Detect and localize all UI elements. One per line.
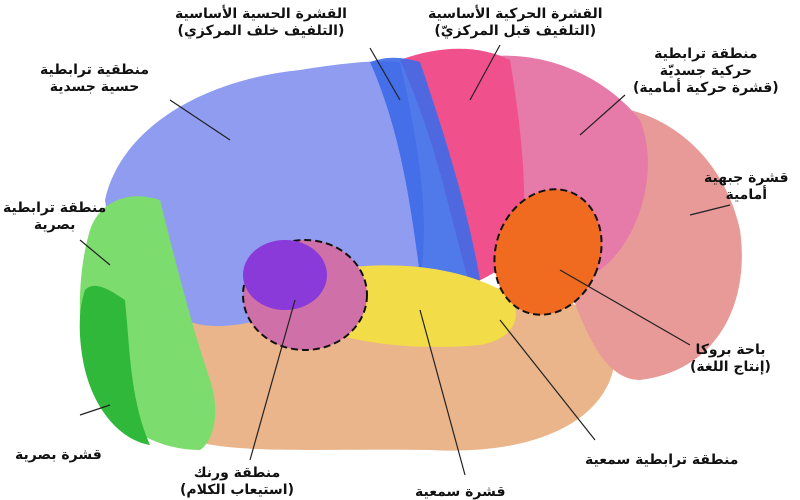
label-line: قشرة بصرية <box>15 447 102 463</box>
label-primary-somatosensory: القشرة الحسية الأساسية (التلفيف خلف المر… <box>175 6 347 40</box>
label-line: قشرة سمعية <box>415 484 506 500</box>
label-visual-association: منطقة ترابطية بصرية <box>3 200 106 234</box>
label-line: منطقية ترابطية <box>40 62 150 78</box>
label-broca: باحة بروكا (إنتاج اللغة) <box>690 342 771 376</box>
label-motor-association: منطقة ترابطية حركية جسديّة (قشرة حركية أ… <box>633 46 779 97</box>
label-line: منطقة ترابطية <box>654 46 758 62</box>
label-line: قشرة جبهية <box>704 170 789 186</box>
label-visual-cortex: قشرة بصرية <box>15 447 102 464</box>
label-wernicke: منطقة ورنك (استيعاب الكلام) <box>180 465 294 499</box>
label-prefrontal: قشرة جبهية أمامية <box>704 170 789 204</box>
label-line: (قشرة حركية أمامية) <box>633 80 779 96</box>
label-line: حركية جسديّة <box>659 63 752 79</box>
region-auditory <box>323 265 516 347</box>
label-line: (استيعاب الكلام) <box>180 482 294 498</box>
label-auditory-association: منطقة ترابطية سمعية <box>585 452 738 469</box>
label-line: أمامية <box>725 187 768 203</box>
label-line: بصرية <box>33 217 76 233</box>
label-line: منطقة ترابطية <box>3 200 107 216</box>
region-broca <box>493 188 603 316</box>
label-primary-motor: القشرة الحركية الأساسية (التلفيف قبل الم… <box>428 6 603 40</box>
label-line: حسية جسدية <box>49 79 140 95</box>
label-line: القشرة الحسية الأساسية <box>175 6 347 22</box>
label-line: (التلفيف قبل المركزيّ) <box>434 23 597 39</box>
label-line: القشرة الحركية الأساسية <box>428 6 603 22</box>
label-somatosensory-association: منطقية ترابطية حسية جسدية <box>40 62 149 96</box>
label-line: منطقة ترابطية سمعية <box>585 452 739 468</box>
label-line: باحة بروكا <box>695 342 766 358</box>
region-visual-cortex <box>79 285 150 445</box>
label-line: (التلفيف خلف المركزي) <box>177 23 345 39</box>
label-auditory-cortex: قشرة سمعية <box>415 484 506 500</box>
region-somatosensory <box>370 57 480 283</box>
leader-lines <box>79 44 731 476</box>
label-line: (إنتاج اللغة) <box>690 359 771 375</box>
label-line: منطقة ورنك <box>193 465 281 481</box>
region-wernicke-core <box>243 240 327 310</box>
